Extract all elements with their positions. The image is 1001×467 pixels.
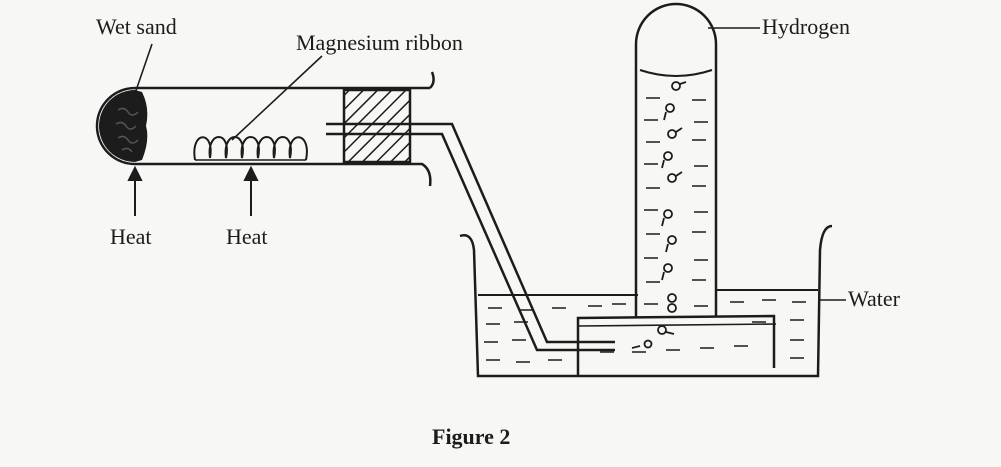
label-heat-left: Heat: [110, 224, 152, 249]
water: [478, 289, 818, 363]
label-hydrogen: Hydrogen: [762, 14, 850, 39]
label-water: Water: [848, 286, 900, 311]
figure-caption: Figure 2: [432, 424, 511, 449]
wet-sand: [99, 90, 148, 162]
jar-water-dashes: [644, 97, 708, 307]
gas-jar: [634, 2, 718, 318]
label-pointers: [129, 27, 846, 301]
label-heat-right: Heat: [226, 224, 268, 249]
boiling-tube: [95, 71, 435, 187]
heat-arrows: [127, 165, 259, 216]
beehive-shelf: [576, 314, 777, 376]
label-wet-sand: Wet sand: [96, 14, 177, 39]
magnesium-ribbon-coil: [193, 136, 308, 161]
delivery-tube: [326, 122, 615, 352]
water-trough: [459, 224, 833, 378]
rubber-stopper: [342, 88, 412, 164]
hydrogen-bubbles: [631, 81, 687, 349]
label-magnesium-ribbon: Magnesium ribbon: [296, 30, 463, 55]
